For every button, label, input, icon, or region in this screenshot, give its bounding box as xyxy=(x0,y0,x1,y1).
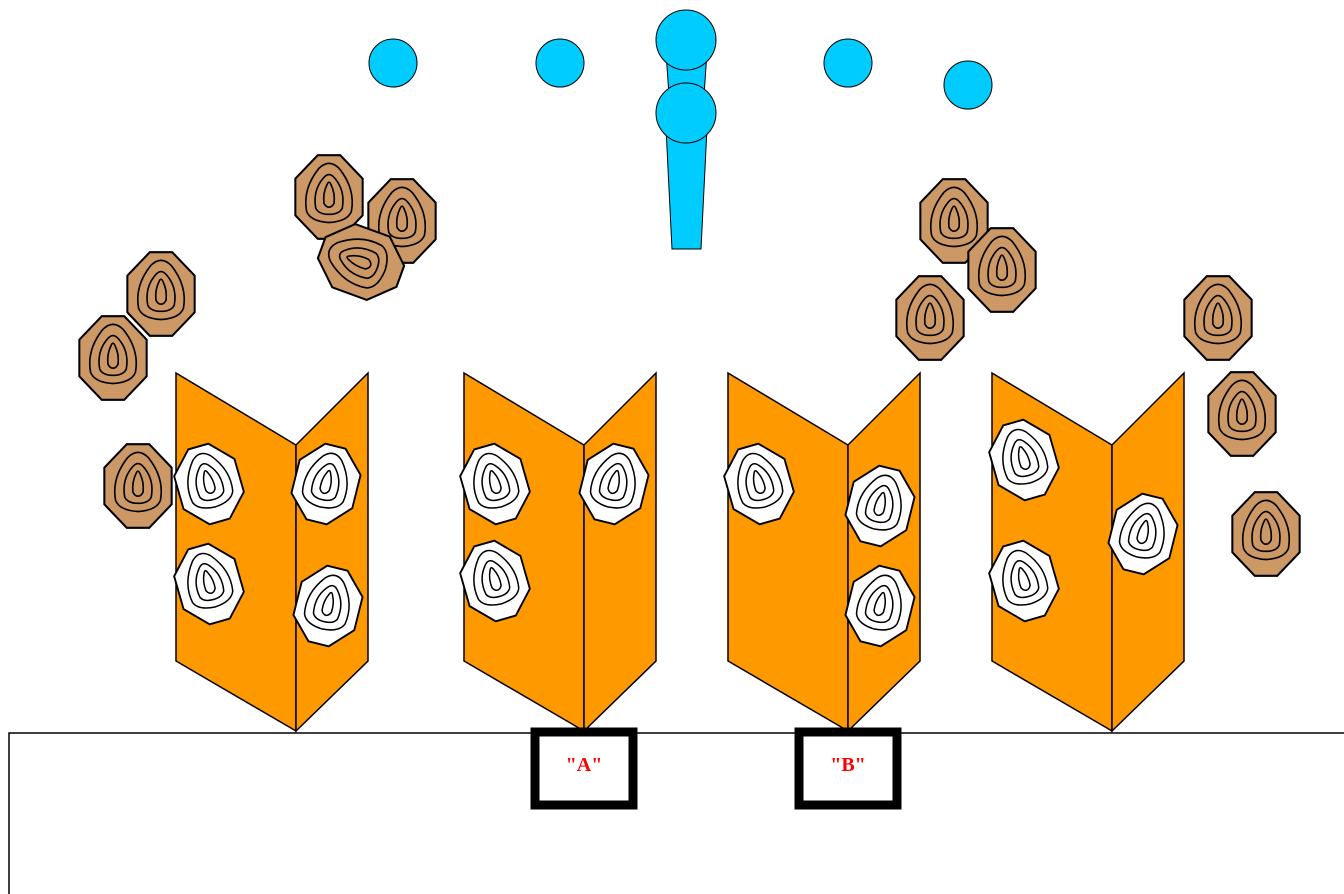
cyan-circle-icon xyxy=(823,38,873,88)
base-rectangle xyxy=(8,732,1344,894)
cyan-circle-icon xyxy=(368,38,418,88)
brown-target-icon xyxy=(895,275,965,361)
brown-target-icon xyxy=(1183,275,1253,361)
cyan-pin-icon xyxy=(655,82,717,250)
cyan-circle-icon xyxy=(535,38,585,88)
label-box-b: "B" xyxy=(794,727,902,810)
brown-target-icon xyxy=(103,443,173,529)
brown-target-icon xyxy=(126,251,196,337)
panel-3 xyxy=(727,371,921,733)
cyan-marker-group xyxy=(368,9,993,250)
label-b-text: "B" xyxy=(830,754,866,776)
brown-target-icon xyxy=(1207,371,1277,457)
label-a-text: "A" xyxy=(566,754,603,776)
cyan-circle-icon xyxy=(943,60,993,110)
brown-target-icon xyxy=(967,227,1037,313)
label-box-a: "A" xyxy=(530,727,638,810)
brown-target-icon xyxy=(1231,491,1301,577)
brown-target-icon xyxy=(78,315,148,401)
